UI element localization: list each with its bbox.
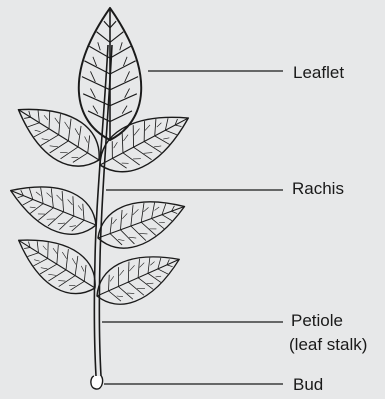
leaflet-left-1 [7, 91, 111, 180]
label-petiole: Petiole [291, 310, 343, 332]
leaflet-left-2 [3, 171, 104, 244]
terminal-leaflet [79, 8, 141, 140]
leaflet-right-3 [89, 241, 188, 315]
bud-shape [91, 376, 103, 389]
leaflet-right-2 [91, 187, 192, 258]
label-bud: Bud [293, 374, 323, 396]
label-leaflet: Leaflet [293, 62, 344, 84]
leaflet-left-3 [8, 223, 107, 306]
label-rachis: Rachis [292, 178, 344, 200]
label-petiole-note: (leaf stalk) [289, 334, 367, 356]
